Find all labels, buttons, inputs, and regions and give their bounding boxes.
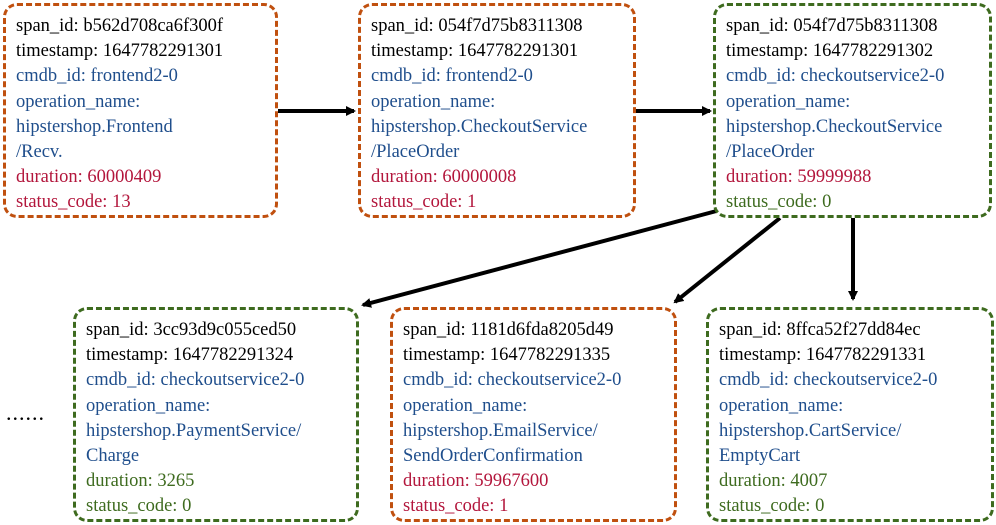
span-box-5: span_id: 8ffca52f27dd84ec timestamp: 164… — [706, 307, 994, 522]
operation-name-line-2: SendOrderConfirmation — [403, 446, 583, 467]
timestamp-row: timestamp: 1647782291301 — [371, 41, 579, 62]
span-box-4: span_id: 1181d6fda8205d49 timestamp: 164… — [390, 307, 677, 522]
span-id-row: span_id: 3cc93d9c055ced50 — [86, 320, 297, 340]
timestamp-row: timestamp: 1647782291335 — [403, 345, 611, 366]
operation-name-line-1: hipstershop.CartService/ — [719, 420, 902, 441]
status-code-row: status_code: 1 — [371, 192, 477, 213]
operation-name-label: operation_name: — [371, 91, 496, 112]
operation-name-label: operation_name: — [719, 395, 844, 416]
cmdb-id-row: cmdb_id: frontend2-0 — [16, 66, 178, 87]
operation-name-line-1: hipstershop.CheckoutService — [726, 116, 943, 137]
cmdb-id-row: cmdb_id: checkoutservice2-0 — [86, 370, 305, 391]
duration-row: duration: 4007 — [719, 471, 828, 492]
status-code-row: status_code: 1 — [403, 496, 509, 517]
operation-name-line-1: hipstershop.EmailService/ — [403, 420, 598, 441]
cmdb-id-row: cmdb_id: checkoutservice2-0 — [403, 370, 622, 391]
timestamp-row: timestamp: 1647782291302 — [726, 41, 934, 62]
operation-name-line-2: /Recv. — [16, 142, 63, 163]
cmdb-id-row: cmdb_id: frontend2-0 — [371, 66, 533, 87]
status-code-row: status_code: 13 — [16, 192, 131, 213]
status-code-row: status_code: 0 — [86, 496, 192, 517]
duration-row: duration: 59967600 — [403, 471, 549, 492]
span-id-row: span_id: 1181d6fda8205d49 — [403, 320, 614, 340]
timestamp-row: timestamp: 1647782291301 — [16, 41, 224, 62]
span-id-row: span_id: 8ffca52f27dd84ec — [719, 320, 921, 340]
operation-name-line-1: hipstershop.Frontend — [16, 116, 173, 137]
duration-row: duration: 3265 — [86, 471, 195, 492]
span-id-row: span_id: 054f7d75b8311308 — [726, 16, 938, 36]
duration-row: duration: 60000008 — [371, 167, 517, 188]
operation-name-line-2: EmptyCart — [719, 446, 801, 467]
duration-row: duration: 60000409 — [16, 167, 162, 188]
cmdb-id-row: cmdb_id: checkoutservice2-0 — [719, 370, 938, 391]
cmdb-id-row: cmdb_id: checkoutservice2-0 — [726, 66, 945, 87]
timestamp-row: timestamp: 1647782291331 — [719, 345, 927, 366]
operation-name-label: operation_name: — [86, 395, 211, 416]
edge-span-2-to-4 — [673, 216, 782, 304]
operation-name-line-2: Charge — [86, 446, 140, 467]
span-id-row: span_id: 054f7d75b8311308 — [371, 16, 583, 36]
operation-name-label: operation_name: — [726, 91, 851, 112]
span-id-row: span_id: b562d708ca6f300f — [16, 16, 224, 36]
status-code-row: status_code: 0 — [719, 496, 825, 517]
span-box-3: span_id: 3cc93d9c055ced50 timestamp: 164… — [73, 307, 359, 522]
span-box-0: span_id: b562d708ca6f300f timestamp: 164… — [3, 3, 278, 218]
edge-span-2-to-3 — [361, 207, 725, 308]
span-box-2: span_id: 054f7d75b8311308 timestamp: 164… — [713, 3, 992, 218]
operation-name-line-2: /PlaceOrder — [371, 142, 460, 163]
duration-row: duration: 59999988 — [726, 167, 872, 188]
operation-name-line-2: /PlaceOrder — [726, 142, 815, 163]
operation-name-label: operation_name: — [16, 91, 141, 112]
operation-name-line-1: hipstershop.PaymentService/ — [86, 420, 302, 441]
status-code-row: status_code: 0 — [726, 192, 832, 213]
operation-name-label: operation_name: — [403, 395, 528, 416]
more-spans-ellipsis: ...... — [6, 400, 45, 425]
span-box-1: span_id: 054f7d75b8311308 timestamp: 164… — [358, 3, 636, 218]
operation-name-line-1: hipstershop.CheckoutService — [371, 116, 588, 137]
timestamp-row: timestamp: 1647782291324 — [86, 345, 294, 366]
